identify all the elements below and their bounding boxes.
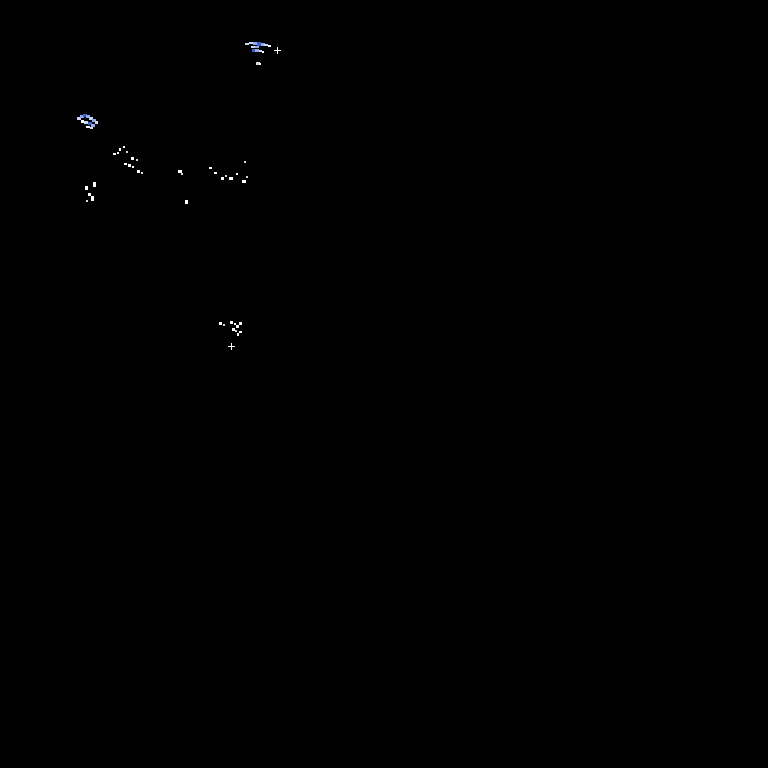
speck — [221, 177, 224, 180]
speck — [141, 172, 143, 174]
speck — [229, 177, 233, 180]
speck — [126, 151, 128, 153]
speck — [185, 200, 188, 204]
speck — [223, 324, 225, 326]
speck — [93, 182, 96, 187]
speck — [259, 50, 262, 52]
speck — [225, 175, 227, 177]
speck — [268, 45, 271, 47]
speck — [86, 115, 90, 118]
speck — [214, 172, 217, 174]
speck — [137, 170, 140, 173]
speck — [119, 148, 121, 151]
speck — [89, 117, 93, 120]
speck — [117, 152, 119, 154]
speck — [219, 322, 222, 325]
speck — [253, 42, 258, 45]
speck — [262, 51, 264, 53]
speck — [236, 173, 238, 175]
speck — [251, 46, 255, 48]
speck — [92, 119, 96, 122]
crosshair-lower-icon — [228, 343, 235, 350]
speck — [178, 170, 182, 173]
speck — [264, 44, 268, 46]
speck — [249, 42, 254, 44]
speck — [95, 121, 98, 124]
speck — [128, 164, 131, 167]
speck — [236, 325, 239, 328]
speck — [181, 173, 183, 175]
speck — [136, 159, 138, 161]
speck — [113, 153, 116, 155]
speck — [88, 122, 92, 125]
speck — [123, 146, 125, 148]
speck — [256, 62, 260, 65]
speck — [88, 193, 91, 196]
speck — [86, 200, 88, 202]
speck — [77, 117, 81, 120]
speck — [239, 331, 242, 333]
speck — [131, 157, 134, 160]
speck — [132, 166, 134, 168]
speck — [242, 180, 246, 183]
speck — [81, 120, 84, 123]
speck — [80, 115, 84, 118]
crosshair-upper-icon — [274, 47, 281, 54]
speck — [257, 42, 261, 46]
speck — [259, 63, 261, 65]
speck — [86, 126, 90, 128]
speck — [245, 43, 249, 45]
speck — [246, 176, 248, 178]
speck — [209, 167, 212, 169]
speck — [84, 121, 88, 124]
speck — [91, 124, 95, 127]
crosshair-vertical-bar — [231, 343, 232, 350]
speck — [261, 43, 265, 46]
crosshair-vertical-bar — [277, 47, 278, 54]
speck — [255, 49, 259, 52]
speck — [83, 114, 87, 117]
speck — [237, 333, 239, 336]
speck — [234, 323, 236, 325]
speck — [235, 330, 237, 332]
speck — [255, 46, 259, 48]
speck — [252, 49, 255, 52]
speck — [90, 127, 93, 129]
speck — [91, 196, 94, 201]
speck — [239, 322, 242, 325]
speck — [230, 321, 233, 324]
speck — [232, 328, 235, 331]
speck — [244, 161, 246, 163]
speck — [124, 163, 127, 165]
speck — [85, 186, 88, 190]
